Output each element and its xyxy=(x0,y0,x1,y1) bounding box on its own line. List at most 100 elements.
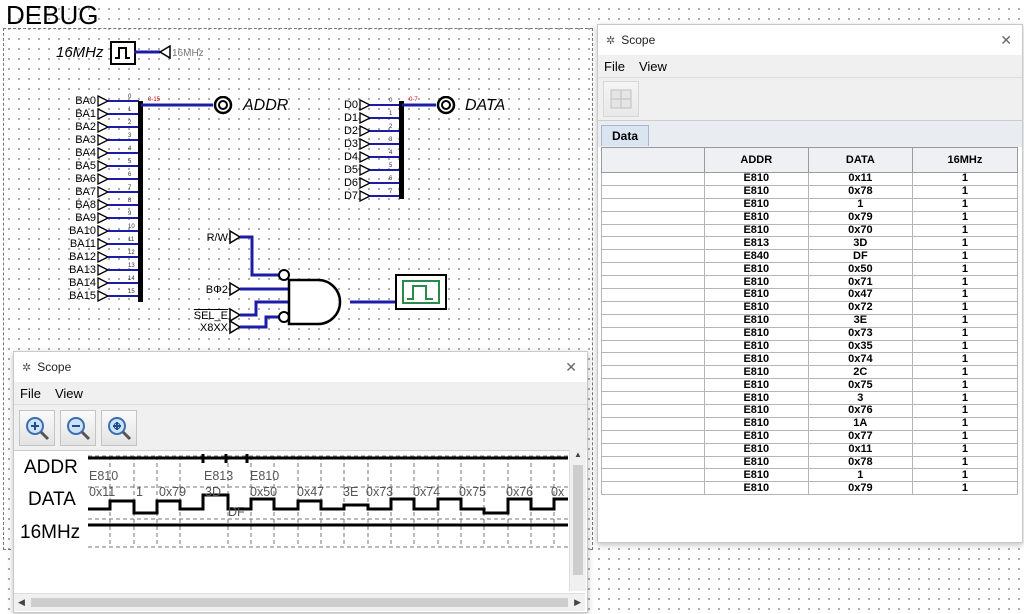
table-cell xyxy=(601,391,705,406)
table-cell xyxy=(601,468,705,483)
scope-wave-menubar: File View xyxy=(14,382,587,404)
address-pin[interactable] xyxy=(97,251,139,263)
address-pin[interactable] xyxy=(97,108,139,120)
address-bit-label: 11 xyxy=(128,237,135,243)
data-pin[interactable] xyxy=(359,177,401,189)
address-pin[interactable] xyxy=(97,121,139,133)
data-bit-label: 7 xyxy=(389,189,393,195)
data-pin[interactable] xyxy=(359,190,401,202)
tab-data[interactable]: Data xyxy=(601,125,650,146)
address-pin[interactable] xyxy=(97,238,139,250)
waveform-traces xyxy=(88,454,568,548)
menu-view[interactable]: View xyxy=(54,385,83,401)
zoom-in-button[interactable] xyxy=(19,410,55,446)
scope-wave-titlebar[interactable]: ✲ Scope ✕ xyxy=(14,352,587,382)
data-pin[interactable] xyxy=(359,164,401,176)
address-pin[interactable] xyxy=(97,212,139,224)
close-icon[interactable]: ✕ xyxy=(1000,31,1012,48)
menu-view[interactable]: View xyxy=(638,58,667,74)
data-pin[interactable] xyxy=(359,151,401,163)
data-pin[interactable] xyxy=(359,99,401,111)
column-header[interactable]: ADDR xyxy=(703,147,809,173)
table-cell xyxy=(601,326,705,341)
column-header[interactable]: DATA xyxy=(807,147,913,173)
menu-file[interactable]: File xyxy=(604,58,625,74)
vertical-scrollbar[interactable]: ▲ xyxy=(569,450,586,591)
zoom-out-button[interactable] xyxy=(60,410,96,446)
address-bit-label: 3 xyxy=(128,133,132,139)
scope-component[interactable] xyxy=(396,275,448,311)
data-pin[interactable] xyxy=(359,112,401,124)
column-header[interactable] xyxy=(601,147,705,173)
address-pin[interactable] xyxy=(97,160,139,172)
table-cell: 1 xyxy=(911,313,1019,328)
horizontal-scroll-thumb[interactable] xyxy=(30,598,569,607)
data-pin-label: D6 xyxy=(343,177,358,189)
table-cell: E810 xyxy=(703,210,809,225)
data-pin-label: D3 xyxy=(343,138,358,150)
scroll-right-icon[interactable]: ▶ xyxy=(574,597,581,607)
clock-component[interactable] xyxy=(110,41,136,65)
address-pin[interactable] xyxy=(97,199,139,211)
table-cell: 1 xyxy=(911,197,1019,212)
menu-file[interactable]: File xyxy=(20,385,41,401)
clock-wave-icon xyxy=(115,47,130,59)
scroll-up-icon[interactable]: ▲ xyxy=(574,450,582,459)
address-pin[interactable] xyxy=(97,225,139,237)
clock-label: 16MHz xyxy=(56,44,104,61)
address-pin[interactable] xyxy=(97,264,139,276)
address-pin[interactable] xyxy=(97,186,139,198)
data-splitter-bar xyxy=(399,101,404,199)
data-bus-wire xyxy=(402,96,456,115)
table-cell: 0x77 xyxy=(807,429,913,444)
table-view-button[interactable] xyxy=(603,81,639,117)
address-pin[interactable] xyxy=(97,173,139,185)
table-cell xyxy=(601,429,705,444)
data-pin[interactable] xyxy=(359,125,401,137)
address-pin[interactable] xyxy=(97,277,139,289)
data-pin[interactable] xyxy=(359,138,401,150)
horizontal-scrollbar[interactable]: ◀ ▶ xyxy=(14,593,585,611)
address-pin-label: BA14 xyxy=(69,277,96,289)
zoom-fit-button[interactable] xyxy=(101,410,137,446)
close-icon[interactable]: ✕ xyxy=(565,358,577,375)
table-cell: 0x79 xyxy=(807,481,913,496)
address-pin[interactable] xyxy=(97,290,139,302)
address-pin-label: BA4 xyxy=(75,147,96,159)
address-pin[interactable] xyxy=(97,134,139,146)
scope-table-titlebar[interactable]: ✲ Scope ✕ xyxy=(598,25,1022,55)
column-header[interactable]: 16MHz xyxy=(911,147,1019,173)
table-cell xyxy=(601,313,705,328)
table-cell: 0x78 xyxy=(807,184,913,199)
address-pin[interactable] xyxy=(97,147,139,159)
table-cell: 0x70 xyxy=(807,223,913,238)
address-pin[interactable] xyxy=(97,95,139,107)
scroll-left-icon[interactable]: ◀ xyxy=(18,597,25,607)
vertical-scroll-thumb[interactable] xyxy=(573,465,583,575)
